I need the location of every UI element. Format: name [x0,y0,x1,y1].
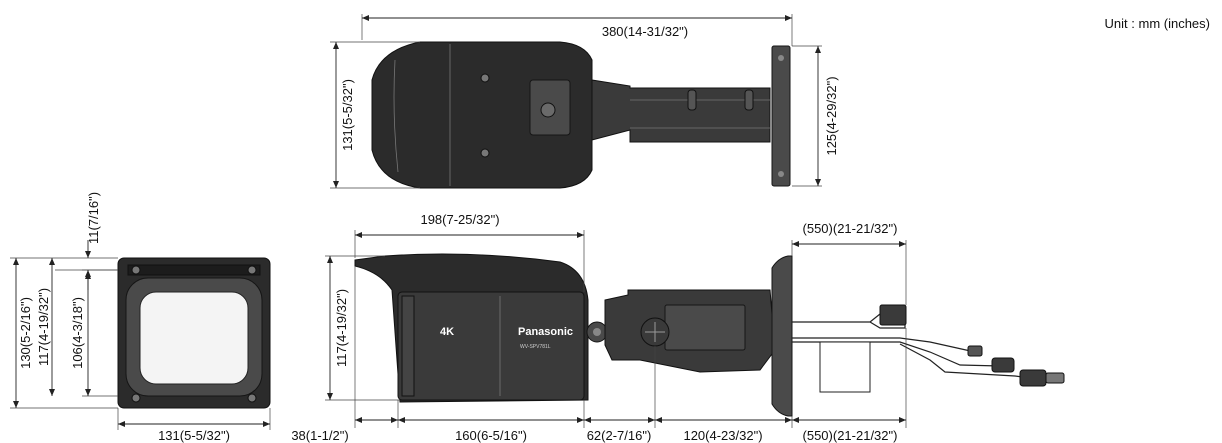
side-view-body [397,291,585,401]
dim-top-height: 131(5-5/32") [340,79,355,151]
top-view-wall-plate [771,45,791,187]
dim-joint-length: 62(2-7/16") [587,428,652,443]
dim-top-mount-height: 125(4-29/32") [824,76,839,155]
side-view: Panasonic 4K WV-SPV781L 198(7-25/32") [291,212,1065,443]
dim-front-width: 131(5-5/32") [158,428,230,443]
dim-cable-length-top: (550)(21-21/32") [803,221,898,236]
top-view-arm [591,79,771,143]
dim-cable-length-bottom: (550)(21-21/32") [803,428,898,443]
front-view: 130(5-2/16") 117(4-19/32") 106(4-3/18") … [10,192,271,443]
dim-front-window-height: 106(4-3/18") [70,297,85,369]
top-view: 380(14-31/32") 131(5-5/32") 125(4-29/32"… [330,14,839,189]
cable-2 [792,337,976,353]
dim-body-length: 160(6-5/16") [455,428,527,443]
model-label: WV-SPV781L [520,344,551,350]
unit-note: Unit : mm (inches) [1105,16,1210,31]
dim-front-total-height: 130(5-2/16") [18,297,33,369]
resolution-badge: 4K [440,326,454,338]
side-view-wall-plate [771,255,793,417]
dim-top-overall-length: 380(14-31/32") [602,24,688,39]
brand-logo: Panasonic [518,326,573,338]
dim-front-inner-height: 117(4-19/32") [36,288,51,366]
dim-profile-height: 117(4-19/32") [334,289,349,367]
top-view-housing [371,41,593,189]
dim-front-top-offset: 11(7/16") [86,192,101,244]
dim-hood-overhang: 38(1-1/2") [291,428,348,443]
dim-arm-length: 120(4-23/32") [683,428,762,443]
front-view-window [139,291,249,385]
dim-hood-length: 198(7-25/32") [420,212,499,227]
